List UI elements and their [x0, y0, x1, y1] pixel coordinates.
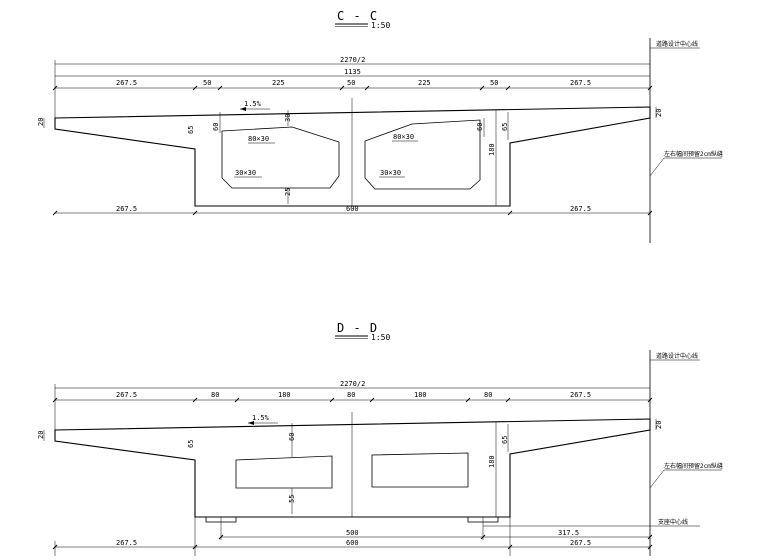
chamfer-bottom-right: 30×30	[380, 169, 401, 177]
tick	[52, 397, 58, 403]
tick	[465, 397, 471, 403]
dim-seg-1: 267.5	[116, 391, 137, 399]
joint-note: 左右幅间预留2cm纵缝	[664, 462, 723, 470]
tick	[52, 210, 58, 216]
dim-seg-6: 80	[484, 391, 492, 399]
tick	[192, 85, 198, 91]
dim-seg-2: 80	[211, 391, 219, 399]
slope-label: 1.5%	[252, 414, 270, 422]
dim-bottom-2: 600	[346, 539, 359, 547]
left-cell	[221, 126, 340, 189]
dim-web-right: 65	[501, 436, 509, 444]
dim-web-left: 65	[187, 126, 195, 134]
tick	[505, 397, 511, 403]
dim-web-inner-right: 60	[476, 123, 484, 131]
dim-top-slab: 30	[284, 114, 292, 122]
dim-seg-3: 225	[272, 79, 285, 87]
centerline-note: 道路设计中心线	[656, 352, 698, 360]
dim-seg-4: 50	[347, 79, 355, 87]
dim-top-slab: 60	[288, 433, 296, 441]
tick	[52, 544, 58, 550]
tick	[192, 210, 198, 216]
tick	[339, 85, 345, 91]
section-cc-title: C - C	[337, 9, 378, 23]
dim-bottom-3: 267.5	[570, 539, 591, 547]
bearing-note: 支座中心线	[658, 518, 688, 526]
dim-bottom-1: 267.5	[116, 539, 137, 547]
tick	[507, 210, 513, 216]
dim-seg-7: 267.5	[570, 391, 591, 399]
dim-total-width: 2270/2	[340, 380, 365, 388]
dim-tip-right-text: 20	[655, 421, 663, 429]
joint-note: 左右幅间预留2cm纵缝	[664, 150, 723, 158]
dim-total-height: 180	[488, 143, 496, 156]
dim-web-inner-left: 60	[212, 123, 220, 131]
joint-leader	[649, 157, 665, 177]
tick	[479, 85, 485, 91]
tick	[369, 397, 375, 403]
section-dd-title: D - D	[337, 321, 378, 335]
girder-outline	[54, 418, 651, 518]
dim-bottom-3: 267.5	[570, 205, 591, 213]
dim-total-height: 180	[488, 455, 496, 468]
chamfer-bottom-left: 30×30	[235, 169, 256, 177]
tick	[192, 397, 198, 403]
tick	[480, 534, 486, 540]
dim-seg-4: 80	[347, 391, 355, 399]
tick	[507, 544, 513, 550]
slope-label: 1.5%	[244, 100, 262, 108]
tick	[52, 85, 58, 91]
segment-ticks	[52, 397, 653, 403]
dim-half-width: 1135	[344, 68, 361, 76]
tick	[217, 85, 223, 91]
joint-leader	[649, 469, 665, 489]
section-cc: C - C 1:50 道路设计中心线 2270/2 1135 267.5 50 …	[37, 9, 723, 243]
tick	[647, 210, 653, 216]
dim-bearing-spacing: 500	[346, 529, 359, 537]
tick	[647, 534, 653, 540]
dim-web-right: 65	[501, 123, 509, 131]
tick	[364, 85, 370, 91]
dim-tip-right-text: 20	[655, 109, 663, 117]
dim-bottom-slab: 55	[288, 495, 296, 503]
dim-tip-left-text: 20	[37, 431, 45, 439]
dim-bearing-offset: 317.5	[558, 529, 579, 537]
tick	[218, 534, 224, 540]
dim-seg-1: 267.5	[116, 79, 137, 87]
dim-seg-2: 50	[203, 79, 211, 87]
tick	[647, 397, 653, 403]
dim-web-left: 65	[187, 440, 195, 448]
dim-seg-3: 180	[278, 391, 291, 399]
left-cell	[235, 455, 333, 489]
tick	[647, 85, 653, 91]
dim-seg-7: 267.5	[570, 79, 591, 87]
dim-seg-5: 225	[418, 79, 431, 87]
dim-bottom-slab: 25	[284, 188, 292, 196]
tick	[234, 397, 240, 403]
chamfer-top-left: 80×30	[248, 135, 269, 143]
slope-arrow-head	[240, 107, 246, 111]
right-cell	[364, 119, 481, 190]
dim-bottom-2: 600	[346, 205, 359, 213]
centerline-note: 道路设计中心线	[656, 40, 698, 48]
chamfer-top-right: 80×30	[393, 133, 414, 141]
right-cell	[371, 452, 469, 488]
section-dd-scale: 1:50	[371, 333, 390, 342]
slope-arrow-head	[248, 421, 254, 425]
dim-seg-6: 50	[490, 79, 498, 87]
tick	[192, 544, 198, 550]
segment-ticks	[52, 85, 653, 91]
section-dd: D - D 1:50 道路设计中心线 2270/2 267.5 80 180 8…	[37, 321, 723, 556]
dim-seg-5: 180	[414, 391, 427, 399]
tick	[505, 85, 511, 91]
dim-total-width: 2270/2	[340, 56, 365, 64]
dim-bottom-1: 267.5	[116, 205, 137, 213]
tick	[647, 544, 653, 550]
section-cc-scale: 1:50	[371, 21, 390, 30]
tick	[329, 397, 335, 403]
dim-tip-left-text: 20	[37, 118, 45, 126]
girder-outline	[54, 106, 651, 207]
